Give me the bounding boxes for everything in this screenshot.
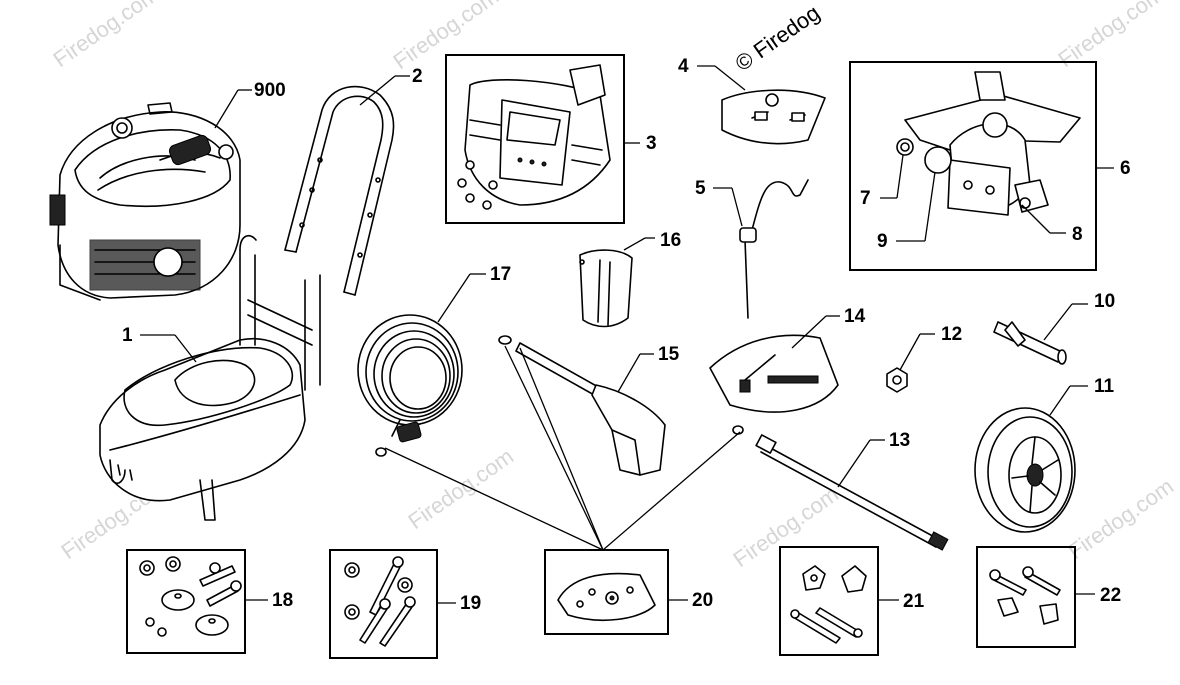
callout-11: 11 [1094, 376, 1115, 397]
o-ring-kit-20 [557, 572, 656, 621]
callout-7: 7 [860, 188, 871, 209]
callout-15: 15 [658, 344, 680, 365]
callout-900: 900 [254, 80, 286, 101]
callout-19: 19 [460, 593, 481, 614]
hardware-kit-22 [989, 566, 1061, 625]
callout-20: 20 [692, 590, 713, 611]
callout-6: 6 [1120, 158, 1131, 179]
axle-part [993, 321, 1067, 365]
callout-2: 2 [412, 66, 423, 87]
callout-1: 1 [122, 325, 133, 346]
callout-3: 3 [646, 133, 657, 154]
callout-5: 5 [695, 178, 706, 199]
handle-part [284, 85, 395, 296]
fitting-bag-part [721, 89, 826, 145]
callout-12: 12 [941, 324, 962, 345]
hardware-kit-box-19 [329, 549, 438, 659]
pump-part [896, 71, 1081, 216]
callout-8: 8 [1072, 224, 1083, 245]
nozzle-bag-part [709, 334, 839, 413]
hose-part [357, 314, 463, 457]
hardware-kit-19 [344, 556, 416, 647]
panel-kit-box [445, 54, 625, 224]
frame-part [99, 234, 321, 521]
callout-13: 13 [889, 430, 910, 451]
hardware-kit-box-18 [126, 549, 246, 654]
callout-16: 16 [660, 230, 681, 251]
hardware-kit-box-21 [779, 546, 879, 656]
callout-18: 18 [272, 590, 293, 611]
kit-box-20 [544, 549, 669, 635]
copyright-watermark: © Firedog [731, 0, 825, 76]
callout-17: 17 [490, 264, 511, 285]
callout-9: 9 [877, 231, 888, 252]
watermark: Firedog.com [49, 0, 164, 72]
hardware-kit-21 [790, 565, 867, 644]
callout-14: 14 [844, 306, 866, 327]
hardware-kit-box-22 [976, 546, 1076, 648]
engine-part [49, 102, 241, 301]
spray-lance-part [732, 425, 949, 551]
holder-bracket-part [579, 249, 633, 328]
watermark: Firedog.com [404, 443, 519, 534]
callout-21: 21 [903, 591, 925, 612]
watermark: Firedog.com [729, 481, 844, 572]
wheel-part [974, 407, 1076, 533]
watermark: Firedog.com [1064, 473, 1179, 564]
nut-part [886, 367, 908, 393]
spray-gun-part [498, 335, 666, 476]
hardware-kit-18 [139, 556, 242, 637]
callout-22: 22 [1100, 585, 1121, 606]
callout-4: 4 [678, 56, 689, 77]
callout-10: 10 [1094, 291, 1115, 312]
pump-assembly-box [849, 61, 1097, 271]
dipstick-part [739, 179, 809, 319]
panel-part [457, 64, 611, 210]
